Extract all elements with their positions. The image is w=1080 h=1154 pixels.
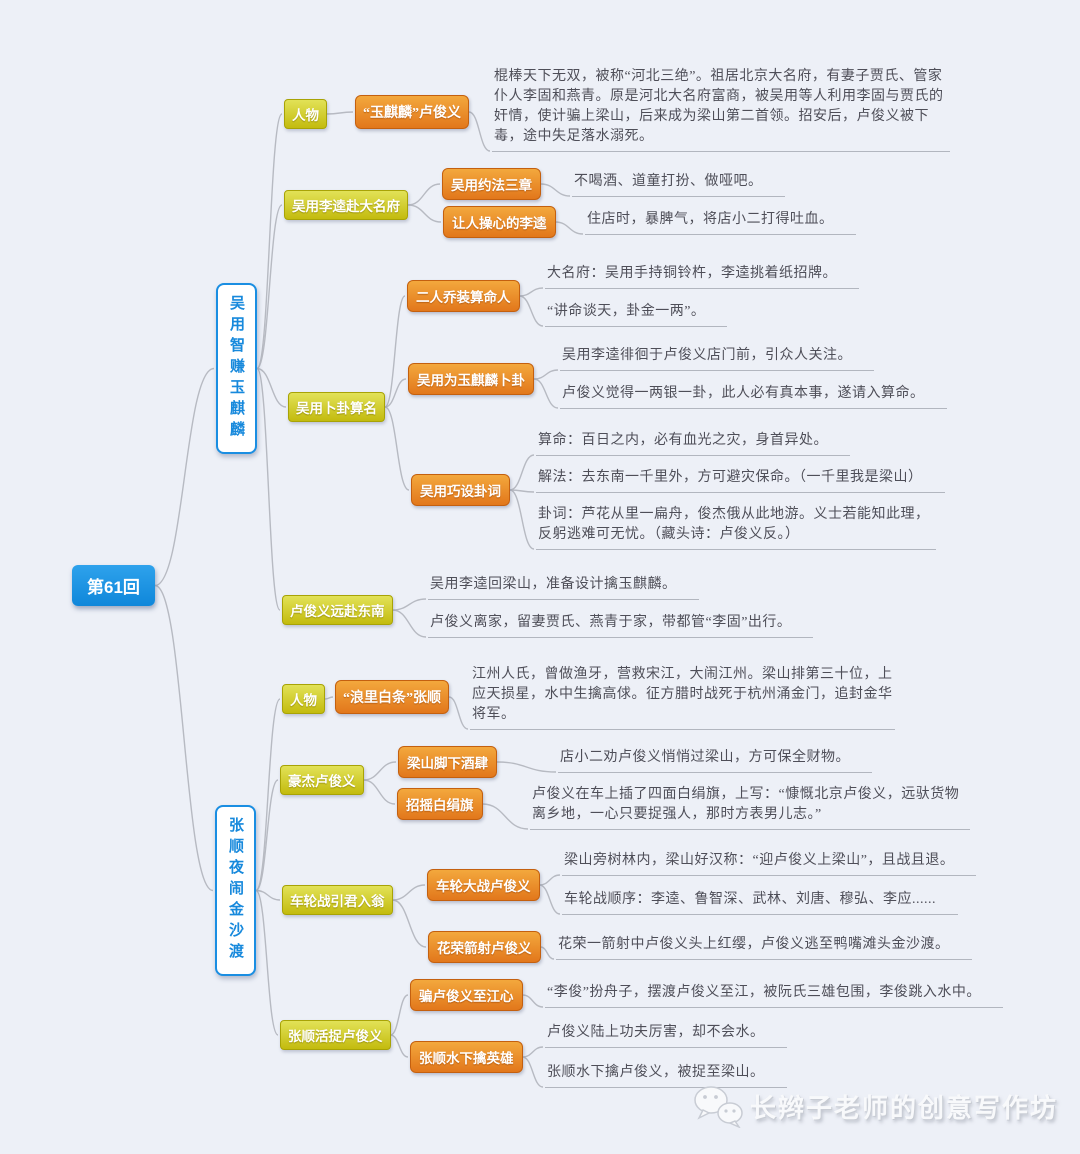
subtopic-huarong-arrow[interactable]: 花荣箭射卢俊义 bbox=[428, 931, 541, 963]
note-white-flags[interactable]: 卢俊义在车上插了四面白绢旗，上写：“慷慨北京卢俊义，远驮货物离乡地，一心只要捉强… bbox=[530, 785, 970, 830]
topic-character[interactable]: 人物 bbox=[284, 99, 327, 129]
subtopic-divination[interactable]: 吴用为玉麒麟卜卦 bbox=[408, 363, 534, 395]
subtopic-lure-river[interactable]: 骗卢俊义至江心 bbox=[410, 979, 523, 1011]
subtopic-three-rules[interactable]: 吴用约法三章 bbox=[442, 168, 541, 200]
note-verse-3[interactable]: 卦词：芦花从里一扁舟，俊杰俄从此地游。义士若能知此理，反躬逃难可无忧。（藏头诗：… bbox=[536, 505, 936, 550]
note-divination-2[interactable]: 卢俊义觉得一两银一卦，此人必有真本事，遂请入算命。 bbox=[560, 384, 947, 409]
topic-character-2[interactable]: 人物 bbox=[282, 684, 325, 714]
branch-node-wuyong[interactable]: 吴用智赚玉麒麟 bbox=[216, 283, 257, 454]
topic-journey-southeast[interactable]: 卢俊义远赴东南 bbox=[282, 595, 393, 625]
note-disguise-2[interactable]: “讲命谈天，卦金一两”。 bbox=[545, 302, 728, 327]
note-journey-2[interactable]: 卢俊义离家，留妻贾氏、燕青于家，带都管“李固”出行。 bbox=[428, 613, 814, 638]
subtopic-likui[interactable]: 让人操心的李逵 bbox=[443, 206, 556, 238]
subtopic-white-flags[interactable]: 招摇白绢旗 bbox=[397, 788, 483, 820]
branch-node-zhangshun[interactable]: 张顺夜闹金沙渡 bbox=[215, 805, 256, 976]
note-zhangshun-bio[interactable]: 江州人氏，曾做渔牙，营救宋江，大闹江州。梁山排第三十位，上应天损星，水中生擒高俅… bbox=[470, 665, 895, 730]
topic-wheel-war[interactable]: 车轮战引君入翁 bbox=[282, 885, 393, 915]
subtopic-zhangshun[interactable]: “浪里白条”张顺 bbox=[335, 680, 449, 714]
topic-fortune-telling[interactable]: 吴用卜卦算名 bbox=[288, 392, 385, 422]
note-three-rules[interactable]: 不喝酒、道童打扮、做哑吧。 bbox=[572, 172, 785, 197]
note-wheel-battle-1[interactable]: 梁山旁树林内，梁山好汉称：“迎卢俊义上梁山”，且战且退。 bbox=[562, 851, 977, 876]
root-node-chapter[interactable]: 第61回 bbox=[72, 565, 155, 606]
note-journey-1[interactable]: 吴用李逵回梁山，准备设计擒玉麒麟。 bbox=[428, 575, 699, 600]
note-likui-temper[interactable]: 住店时，暴脾气，将店小二打得吐血。 bbox=[585, 210, 856, 235]
note-verse-2[interactable]: 解法：去东南一千里外，方可避灾保命。（一千里我是梁山） bbox=[536, 468, 945, 493]
subtopic-tavern[interactable]: 梁山脚下酒肆 bbox=[398, 746, 497, 778]
subtopic-disguise[interactable]: 二人乔装算命人 bbox=[407, 280, 520, 312]
note-tavern[interactable]: 店小二劝卢俊义悄悄过梁山，方可保全财物。 bbox=[558, 748, 872, 773]
topic-capture[interactable]: 张顺活捉卢俊义 bbox=[280, 1020, 391, 1050]
subtopic-verse[interactable]: 吴用巧设卦词 bbox=[411, 474, 510, 506]
note-huarong-arrow[interactable]: 花荣一箭射中卢俊义头上红缨，卢俊义逃至鸭嘴滩头金沙渡。 bbox=[556, 935, 972, 960]
subtopic-underwater-catch[interactable]: 张顺水下擒英雄 bbox=[410, 1041, 523, 1073]
wechat-icon bbox=[692, 1084, 744, 1133]
note-disguise-1[interactable]: 大名府：吴用手持铜铃杵，李逵挑着纸招牌。 bbox=[545, 264, 859, 289]
topic-hero-lu[interactable]: 豪杰卢俊义 bbox=[280, 765, 364, 795]
note-wheel-battle-2[interactable]: 车轮战顺序：李逵、鲁智深、武林、刘唐、穆弘、李应...... bbox=[562, 890, 958, 915]
watermark-text: 长辫子老师的创意写作坊 bbox=[750, 1093, 1059, 1123]
note-lure-river[interactable]: “李俊”扮舟子，摆渡卢俊义至江，被阮氏三雄包围，李俊跳入水中。 bbox=[545, 983, 1003, 1008]
topic-trip-daming[interactable]: 吴用李逵赴大名府 bbox=[284, 190, 408, 220]
note-lujunyi-bio[interactable]: 棍棒天下无双，被称“河北三绝”。祖居北京大名府，有妻子贾氏、管家仆人李固和燕青。… bbox=[492, 67, 950, 152]
note-divination-1[interactable]: 吴用李逵徘徊于卢俊义店门前，引众人关注。 bbox=[560, 346, 874, 371]
note-underwater-1[interactable]: 卢俊义陆上功夫厉害，却不会水。 bbox=[545, 1023, 787, 1048]
subtopic-lujunyi[interactable]: “玉麒麟”卢俊义 bbox=[355, 95, 469, 129]
subtopic-wheel-battle[interactable]: 车轮大战卢俊义 bbox=[427, 869, 540, 901]
note-underwater-2[interactable]: 张顺水下擒卢俊义，被捉至梁山。 bbox=[545, 1063, 787, 1088]
note-verse-1[interactable]: 算命：百日之内，必有血光之灾，身首异处。 bbox=[536, 431, 850, 456]
